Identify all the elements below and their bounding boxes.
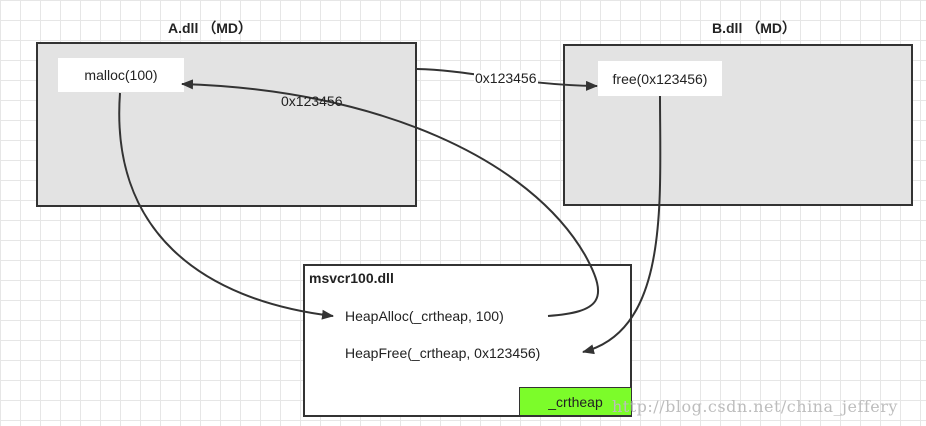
edge-label-a-to-b: 0x123456 bbox=[474, 70, 538, 86]
free-label: free(0x123456) bbox=[612, 70, 708, 87]
connector-heapalloc-to-malloc[interactable] bbox=[181, 79, 600, 317]
dll-b-title: B.dll （MD） bbox=[712, 20, 796, 36]
connector-malloc-to-heapalloc[interactable] bbox=[118, 92, 334, 320]
edge-label-return-to-malloc: 0x123456 bbox=[281, 93, 343, 109]
crtheap-label: _crtheap bbox=[548, 393, 603, 410]
heap-alloc-label: HeapAlloc(_crtheap, 100) bbox=[345, 308, 504, 324]
malloc-node[interactable]: malloc(100) bbox=[58, 58, 184, 92]
malloc-label: malloc(100) bbox=[84, 67, 158, 83]
free-node[interactable]: free(0x123456) bbox=[598, 61, 722, 96]
heap-free-label: HeapFree(_crtheap, 0x123456) bbox=[345, 345, 541, 361]
watermark: http://blog.csdn.net/china_jeffery bbox=[612, 397, 898, 416]
crtheap-tag[interactable]: _crtheap bbox=[519, 387, 632, 416]
dll-a-title: A.dll （MD） bbox=[168, 20, 252, 36]
msvcr-title: msvcr100.dll bbox=[309, 270, 394, 286]
connector-free-to-heapfree[interactable] bbox=[582, 95, 662, 355]
